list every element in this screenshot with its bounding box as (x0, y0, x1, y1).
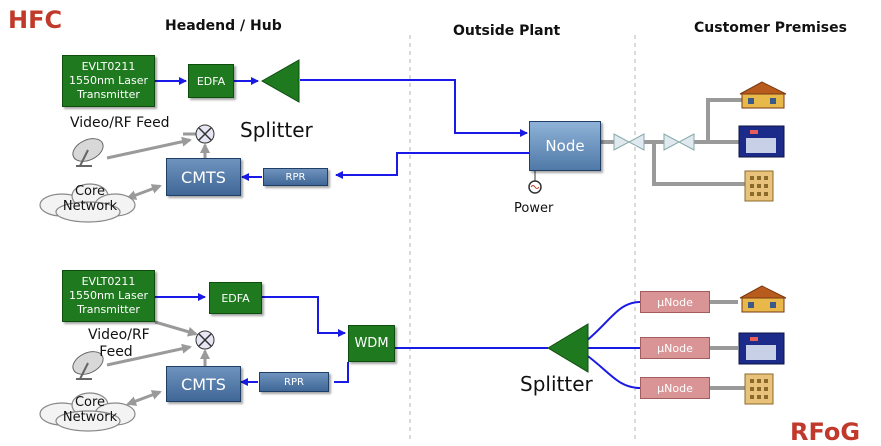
fiber-amp-node (300, 79, 528, 137)
core-network-label: Core Network (62, 395, 118, 425)
fiber-node-rpr (335, 152, 530, 179)
fiber-splitter-unode1 (584, 301, 641, 343)
power-icon (528, 180, 542, 194)
office-building-icon (738, 332, 785, 365)
splitter-label: Splitter (240, 118, 313, 142)
coax-to-house-top (706, 98, 752, 142)
hfc-title: HFC (8, 6, 63, 34)
wdm-box: WDM (348, 325, 395, 362)
cloud-icon (39, 183, 136, 223)
satellite-dish-icon (72, 138, 104, 167)
rpr-box: RPR (263, 168, 328, 186)
micronode-box: μNode (640, 337, 710, 359)
power-label: Power (514, 201, 554, 216)
rpr-box: RPR (259, 372, 329, 392)
house-icon (739, 81, 787, 109)
apartment-building-icon (744, 170, 774, 202)
tap-icon (663, 133, 695, 151)
rfog-title: RFoG (790, 418, 861, 446)
edfa-box: EDFA (188, 64, 234, 98)
micronode-box: μNode (640, 291, 710, 313)
satellite-dish-icon (72, 351, 104, 380)
splitter-triangle (547, 323, 589, 373)
link-dish-mixer-bottom (106, 343, 192, 367)
fiber-splitter-unode3 (584, 353, 641, 389)
laser-transmitter-box: EVLT0211 1550nm Laser Transmitter (62, 55, 155, 107)
micronode-box: μNode (640, 377, 710, 399)
header-outside-plant: Outside Plant (453, 23, 561, 39)
core-network-label: Core Network (62, 184, 118, 214)
coax-to-apartment-top (652, 142, 745, 186)
link-network-cmts-top (126, 184, 162, 200)
header-customer-premises: Customer Premises (694, 20, 847, 36)
link-videofeed-mixer-bottom (154, 320, 198, 337)
splitter-label: Splitter (520, 372, 593, 396)
link-network-cmts-bottom (126, 390, 162, 406)
edfa-box: EDFA (209, 282, 262, 314)
amplifier-triangle (260, 59, 300, 103)
office-building-icon (738, 125, 785, 158)
laser-transmitter-box: EVLT0211 1550nm Laser Transmitter (62, 270, 155, 322)
mixer-icon-bottom (195, 330, 215, 350)
cmts-box: CMTS (166, 366, 241, 402)
header-headend: Headend / Hub (165, 18, 282, 34)
cmts-box: CMTS (166, 158, 241, 196)
house-icon (739, 285, 787, 313)
fiber-edfa-wdm (262, 296, 346, 337)
fiber-wdm-rpr (334, 362, 349, 383)
video-feed-label: Video/RF Feed (70, 115, 170, 131)
cloud-icon (39, 392, 136, 432)
node-box: Node (529, 121, 601, 171)
video-feed-label: Video/RF Feed (88, 327, 150, 360)
apartment-building-icon (744, 373, 774, 405)
tap-icon (613, 133, 645, 151)
link-dish-mixer-top (106, 136, 192, 160)
mixer-icon-top (195, 124, 215, 144)
